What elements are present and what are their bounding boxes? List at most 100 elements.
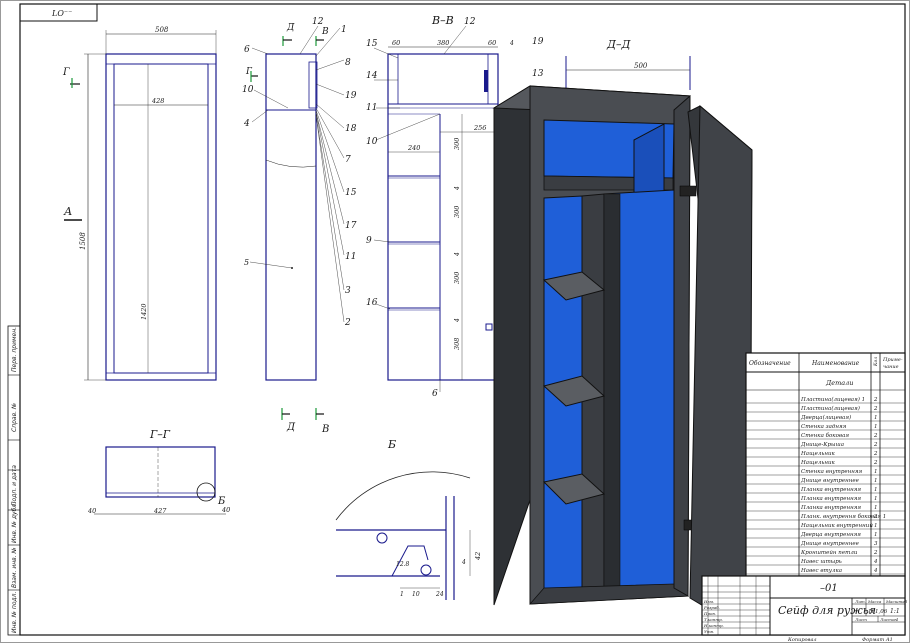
gg-dim-427: 427 [153,507,167,515]
tb-sheets-value: 1 [896,617,899,622]
vv-dim-308: 308 [453,338,461,350]
left-strip: Перв. примен. Справ. № Подп. и дата Инв.… [7,325,21,636]
side-section-v: В [321,27,329,37]
spec-row-name: Днище внутреннее [800,478,860,484]
spec-row-name: Навес штырь [800,559,842,565]
vv-callout-12: 12 [464,17,476,27]
spec-row-name: Планка внутренняя [800,505,861,511]
tb-product-name: Сейф для ружья [778,604,876,617]
spec-row-name: Планка внутренняя [800,487,861,493]
spec-row-name: Стенка внутренняя [801,469,863,475]
tb-role-izm: Изм. [703,599,714,604]
vv-dim-380: 380 [437,39,449,47]
spec-row-qty: 2 [873,460,878,466]
tb-lit-label: Лит. [854,599,866,604]
tb-role-utv: Утв. [704,629,714,634]
front-section-g: Г [62,67,70,78]
spec-row-name: Дверца внутренняя [800,532,861,538]
strip-label-1: Перв. примен. [11,327,18,372]
section-gg: Г–Г 40 427 40 Б [87,428,230,515]
spec-row-name: Планка внутренняя [800,496,861,502]
section-dd-title: Д–Д [606,38,631,51]
vv-dim-4: 4 [509,40,514,47]
specification-table: Обозначение Наименование Кол Приме- чани… [745,352,906,577]
vv-dim-300a: 300 [453,138,461,150]
spec-row-name: Нащельник [800,451,835,457]
vv-dim-300c: 300 [453,272,461,284]
spec-row-name: Пластина(лицевая) 1 [800,396,865,403]
vv-callout-13: 13 [532,69,544,79]
spec-header-qty: Кол [873,357,879,367]
gg-detail-mark: Б [217,496,226,507]
dd-width-dim: 500 [634,62,648,70]
spec-row-qty: 1 [874,523,878,529]
vv-dim-4a: 4 [454,186,461,191]
spec-row-qty: 4 [873,559,878,565]
detail-b-title: Б [387,438,396,451]
spec-row-qty: 1 [874,478,878,484]
spec-row-qty: 2 [873,397,878,403]
spec-row-name: Кронштейн петли [800,550,858,556]
vv-callout-15: 15 [366,39,378,49]
spec-row-name: Днище внутреннее [800,541,860,547]
strip-label-4: Инв. № дубл. [11,502,18,543]
bottom-mark-v: В [321,424,329,435]
tb-scale-value: 1:1 [890,608,900,615]
strip-label-5: Взам. инв. № [11,547,18,588]
front-inner-width-dim: 428 [151,97,164,105]
section-dd: Д–Д 500 [565,38,691,90]
vv-callout-19: 19 [532,37,544,47]
section-vv: В–В 60 380 60 4 19 13 14 15 11 10 256 [366,14,544,399]
spec-row-qty: 1 [874,496,878,502]
tb-scale-label: Масштаб [885,599,908,604]
callout-6: 6 [244,45,250,55]
spec-row-name: Пластина(лицевая) [800,405,860,412]
tb-role-razrab: Разраб. [703,605,720,610]
callout-7: 7 [345,155,351,165]
front-height-dim: 1508 [79,232,87,250]
side-view: 5 Д В Г 12 1 6 8 [242,17,357,381]
vv-dim-60a: 60 [392,39,400,47]
front-section-a: А [63,205,72,218]
front-inner-height-dim: 1420 [140,303,148,320]
spec-row-qty: 2 [873,550,878,556]
spec-row-name: Планк. внутрення боковая 1 [800,513,886,520]
side-section-g: Г [245,67,253,77]
format-corner-label: LO⁻⁻ [51,9,72,18]
spec-row-name: Нащельник внутренний [800,523,873,529]
callout-4: 4 [243,119,250,129]
sheet-frame [19,3,906,636]
vv-dim-240: 240 [407,144,420,152]
spec-row-qty: 1 [874,415,878,421]
spec-row-name: Днище-Крыша [800,442,844,448]
detail-dim-42: 42 [474,552,482,561]
bottom-mark-d: Д [286,422,296,433]
spec-row-name: Дверца(лицевая) [800,414,851,421]
tb-mass-label: Масса [867,599,882,604]
vv-callout-16: 16 [366,298,378,308]
tb-designation: –01 [820,583,838,594]
tb-mass-value: 101,06 [868,609,888,615]
spec-header-note: Приме- [882,357,903,363]
callout-15: 15 [345,188,357,198]
tb-sheets-label: Листов [879,617,897,622]
spec-row-qty: 2 [873,433,878,439]
format-label: Формат А1 [862,637,893,643]
detail-dim-10: 10 [412,591,420,598]
spec-row-qty: 3 [874,541,878,547]
spec-row-qty: 1 [874,424,878,430]
spec-row-qty: 1 [874,532,878,538]
callout-18: 18 [345,124,357,134]
callout-2: 2 [344,318,351,328]
callout-10: 10 [242,85,254,95]
detail-dim-24: 24 [435,591,444,598]
spec-row-qty: 1 [874,505,878,511]
spec-row-name: Навес втулка [800,568,842,574]
section-gg-title: Г–Г [149,428,171,441]
spec-header-note-2: чание [883,364,899,370]
spec-group-label: Детали [825,379,854,387]
spec-row-name: Стенка боковая [801,432,849,439]
title-block: Изм. Разраб. Пров. Т.контр. Н.контр. Утв… [701,575,908,636]
section-vv-title: В–В [431,14,454,27]
